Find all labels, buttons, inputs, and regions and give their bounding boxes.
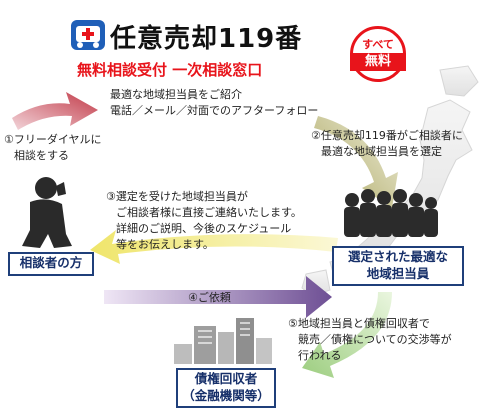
step3-line2: ご相談者様に直接ご連絡いたします。 [116, 206, 302, 219]
agent-box-line2: 地域担当員 [366, 266, 430, 281]
step2-line1: ②任意売却119番がご相談者に [311, 129, 463, 142]
step3-text: ③選定を受けた地域担当員が ご相談者様に直接ご連絡いたします。 詳細のご説明、今… [106, 189, 302, 253]
step1-line1: ①フリーダイヤルに [4, 133, 102, 146]
step5-line3: 行われる [298, 349, 342, 362]
arrow-step2 [314, 116, 398, 208]
creditor-box: 債権回収者 （金融機関等） [176, 368, 276, 408]
step1-line2: 相談をする [14, 149, 69, 162]
step5-text: ⑤地域担当員と債権回収者で 競売／債権についての交渉等が 行われる [288, 316, 452, 364]
page-subtitle: 無料相談受付 一次相談窓口 [77, 61, 263, 79]
ambulance-icon [71, 20, 105, 50]
arrow-step1 [12, 92, 98, 130]
free-badge-top: すべて [362, 38, 394, 51]
arrow-step3 [90, 230, 338, 264]
step1-text: ①フリーダイヤルに 相談をする [4, 132, 102, 164]
step2-line2: 最適な地域担当員を選定 [321, 145, 442, 158]
step3-line1: ③選定を受けた地域担当員が [106, 190, 248, 203]
agent-box: 選定された最適な 地域担当員 [332, 246, 464, 286]
arrow-step5 [302, 292, 392, 378]
buildings-graphic [174, 318, 272, 364]
free-badge: すべて 無料 [350, 26, 406, 82]
service-note-line2: 電話／メール／対面でのアフターフォロー [110, 104, 319, 117]
step3-line3: 詳細のご説明、今後のスケジュール [116, 222, 292, 235]
creditor-box-line2: （金融機関等） [182, 388, 270, 403]
creditor-box-line1: 債権回収者 [194, 371, 258, 386]
consultant-silhouette [22, 177, 72, 248]
step2-text: ②任意売却119番がご相談者に 最適な地域担当員を選定 [311, 128, 463, 160]
agents-silhouette [344, 189, 438, 237]
step4-text: ④ご依頼 [188, 291, 231, 304]
step3-line4: 等をお伝えします。 [116, 238, 214, 251]
free-badge-bottom: 無料 [350, 53, 406, 71]
arrow-step4 [104, 276, 332, 318]
page-title: 任意売却119番 [110, 24, 303, 54]
consultant-box: 相談者の方 [8, 252, 94, 276]
service-note: 最適な地域担当員をご紹介 電話／メール／対面でのアフターフォロー [110, 87, 318, 119]
step5-line1: ⑤地域担当員と債権回収者で [288, 317, 430, 330]
service-note-line1: 最適な地域担当員をご紹介 [110, 88, 242, 101]
agent-box-line1: 選定された最適な [347, 249, 448, 264]
step5-line2: 競売／債権についての交渉等が [298, 333, 452, 346]
